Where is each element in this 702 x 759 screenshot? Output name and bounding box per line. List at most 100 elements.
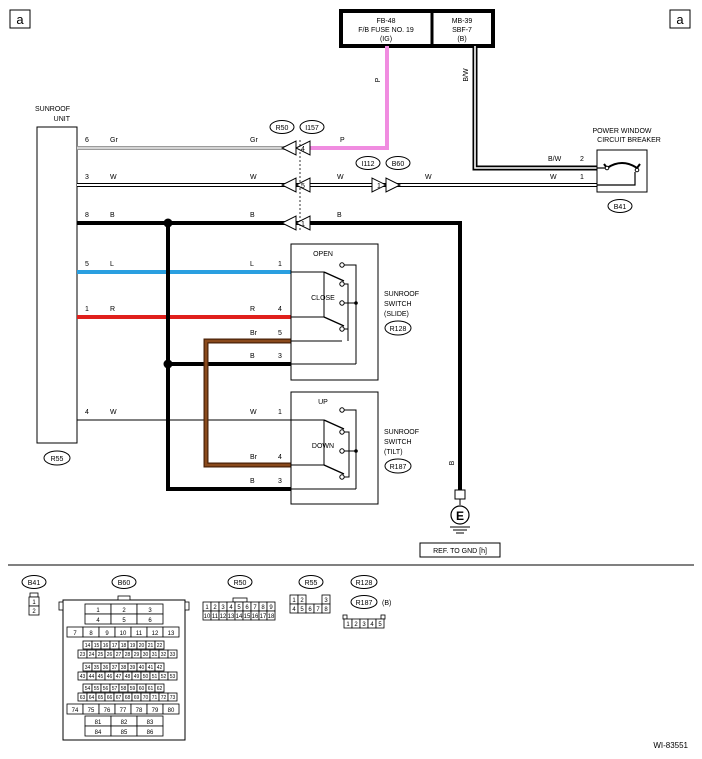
legend-r55-pin-8-cell [321, 603, 331, 614]
wire-l-color-left: L [110, 261, 114, 268]
legend-b60-pin-49: 49 [134, 674, 140, 680]
connector-r50-label: R50 [276, 125, 289, 132]
legend-b60-pin-22: 22 [157, 643, 163, 649]
fuse-box: FB-48 F/B FUSE NO. 19 (IG) MB-39 SBF-7 (… [339, 9, 495, 48]
circuit-breaker: POWER WINDOW CIRCUIT BREAKER B41 [592, 128, 661, 213]
legend-r128-pin-3: 3 [362, 622, 366, 628]
legend-b60-pin-41: 41 [148, 665, 154, 671]
wire-w3-color-breaker: W [550, 174, 557, 181]
legend-r55-pin-2: 2 [300, 598, 304, 604]
connector-i157-label: I157 [305, 125, 319, 132]
legend-b60-pin-56: 56 [103, 686, 109, 692]
legend-b60-pin-14: 14 [85, 643, 91, 649]
legend-b60-pin-51: 51 [152, 674, 158, 680]
legend-b60-pin-7: 7 [73, 631, 77, 637]
legend-b60-pin-24: 24 [89, 652, 95, 658]
legend-b60-pin-5: 5 [122, 618, 126, 624]
legend-b60-pin-60: 60 [139, 686, 145, 692]
legend-b60-pin-72: 72 [161, 695, 167, 701]
legend-b60-pin-76: 76 [104, 708, 111, 714]
legend-b60-pin-20: 20 [139, 643, 145, 649]
legend-r50-pin-7: 7 [253, 605, 257, 611]
legend-b60-pin-53-cell [167, 671, 178, 681]
corner-label-left: a [16, 12, 24, 27]
legend-b60-pin-66: 66 [107, 695, 113, 701]
connector-r187-label: R187 [390, 464, 407, 471]
legend-r50-pin-11: 11 [212, 614, 219, 620]
legend-r50-pin-3: 3 [221, 605, 225, 611]
wire-w4-pin: 4 [85, 409, 89, 416]
legend-r50-name: R50 [234, 580, 247, 587]
legend-b60-pin-28: 28 [125, 652, 131, 658]
tilt-up-label: UP [318, 399, 328, 406]
legend-r128-pin-5: 5 [378, 622, 382, 628]
legend-b60-pin-65: 65 [98, 695, 104, 701]
connector-r55-label: R55 [51, 456, 64, 463]
legend-b60-pin-82: 82 [121, 720, 128, 726]
legend-b60-pin-6: 6 [148, 618, 152, 624]
fuse-right-line2: SBF-7 [452, 27, 472, 34]
legend-b60-pin-57: 57 [112, 686, 118, 692]
legend-b60-pin-54: 54 [85, 686, 91, 692]
legend-b60-pin-67: 67 [116, 695, 122, 701]
legend-r50-pin-4: 4 [229, 605, 233, 611]
legend-b60-pin-39: 39 [130, 665, 136, 671]
legend-b60-pin-8: 8 [89, 631, 93, 637]
connector-i112-label: I112 [361, 161, 374, 168]
legend-b60-pin-33-cell [167, 649, 178, 659]
legend-b60-pin-19: 19 [130, 643, 136, 649]
legend-b60-pin-58: 58 [121, 686, 127, 692]
wire-gr: 6 Gr Gr [77, 137, 288, 150]
wire-bw: B/W B/W 2 [463, 46, 597, 171]
legend-b60-pin-23: 23 [80, 652, 86, 658]
sunroof-unit: SUNROOF UNIT R55 [35, 106, 78, 466]
legend-b60-pin-29: 29 [134, 652, 140, 658]
legend-b60-pin-15: 15 [94, 643, 100, 649]
legend-b60-pin-31: 31 [152, 652, 158, 658]
ground-ref: REF. TO GND [h] [433, 548, 487, 555]
legend-b60-pin-13-cell [162, 626, 180, 638]
wire-gr-color-left: Gr [110, 137, 118, 144]
corner-marker-left [9, 9, 31, 29]
legend-r50-pin-17: 17 [260, 614, 267, 620]
wire-b8-color-vertical: B [449, 460, 456, 465]
legend-b60-pin-83: 83 [147, 720, 154, 726]
legend-r50-pin-13: 13 [228, 614, 235, 620]
fuse-left-line1: FB-48 [376, 18, 395, 25]
legend-b60-pin-34: 34 [85, 665, 91, 671]
legend-b60-pin-59: 59 [130, 686, 136, 692]
wire-r-color-left: R [110, 306, 115, 313]
legend-b41-name: B41 [28, 580, 41, 587]
sunroof-unit-label2: UNIT [54, 116, 71, 123]
legend-b60-pin-33: 33 [170, 652, 176, 658]
legend-b60-pin-73: 73 [170, 695, 176, 701]
legend-b60-pin-45: 45 [98, 674, 104, 680]
wire-w4: 4 W W [77, 409, 291, 421]
slide-pin-1: 1 [278, 261, 282, 268]
wire-gr-color-right: Gr [250, 137, 258, 144]
legend-r128-pin-1: 1 [346, 622, 350, 628]
legend-b41: B41 1 2 [21, 575, 47, 616]
legend-r50-pin-18: 18 [268, 614, 275, 620]
legend-b60-pin-78: 78 [136, 708, 143, 714]
legend-b60-pin-25: 25 [98, 652, 104, 658]
wire-w4-color-right: W [250, 409, 257, 416]
wire-w3: 3 W W W W W 1 [77, 174, 597, 187]
tilt-label2: SWITCH [384, 439, 412, 446]
legend-r128-pin-2: 2 [354, 622, 358, 628]
legend-b60-pin-12: 12 [152, 631, 159, 637]
legend-r55-pin-1: 1 [292, 598, 296, 604]
tilt-br-color: Br [250, 454, 258, 461]
corner-label-right: a [676, 12, 684, 27]
legend-r128-pin-4: 4 [370, 622, 374, 628]
breaker-label1: POWER WINDOW [592, 128, 651, 135]
legend-r55-pin-7: 7 [316, 607, 320, 613]
legend-b60-pin-42-cell [154, 662, 165, 672]
legend-b60-pin-32: 32 [161, 652, 167, 658]
legend-b60-pin-10: 10 [120, 631, 127, 637]
legend-r50-pin-9: 9 [269, 605, 273, 611]
fuse-left-line2: F/B FUSE NO. 19 [358, 27, 414, 34]
connector-b41-label: B41 [614, 204, 627, 211]
tilt-b-color: B [250, 478, 255, 485]
